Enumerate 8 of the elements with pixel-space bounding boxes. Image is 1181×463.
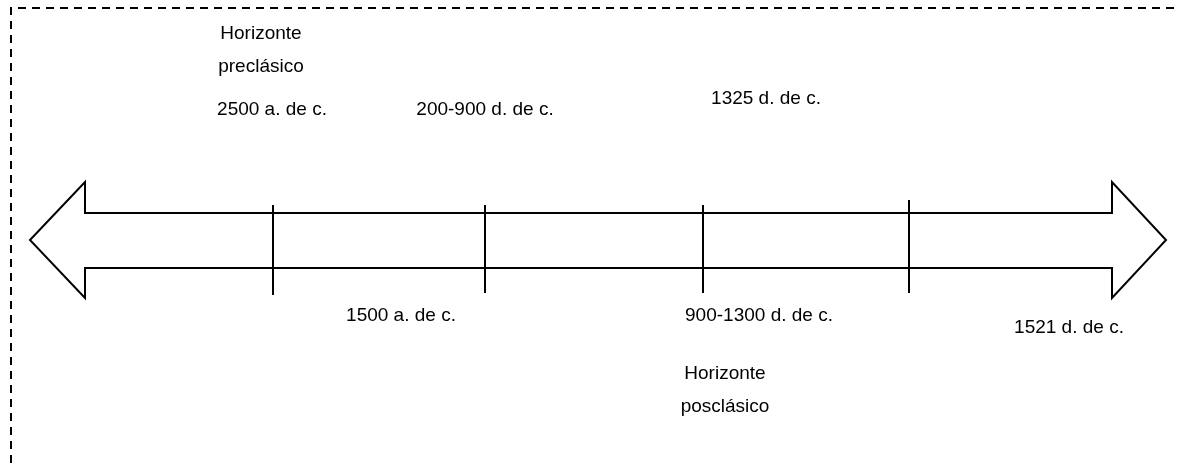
date-label: 900-1300 d. de c. [685, 303, 833, 327]
date-label: 200-900 d. de c. [416, 97, 554, 121]
date-label: 1500 a. de c. [346, 303, 456, 327]
date-label: 2500 a. de c. [217, 97, 327, 121]
period-label: Horizonte posclásico [679, 361, 771, 418]
period-label: Horizonte preclásico [217, 21, 305, 78]
date-label: 1325 d. de c. [711, 86, 821, 110]
date-label: 1521 d. de c. [1014, 315, 1124, 339]
